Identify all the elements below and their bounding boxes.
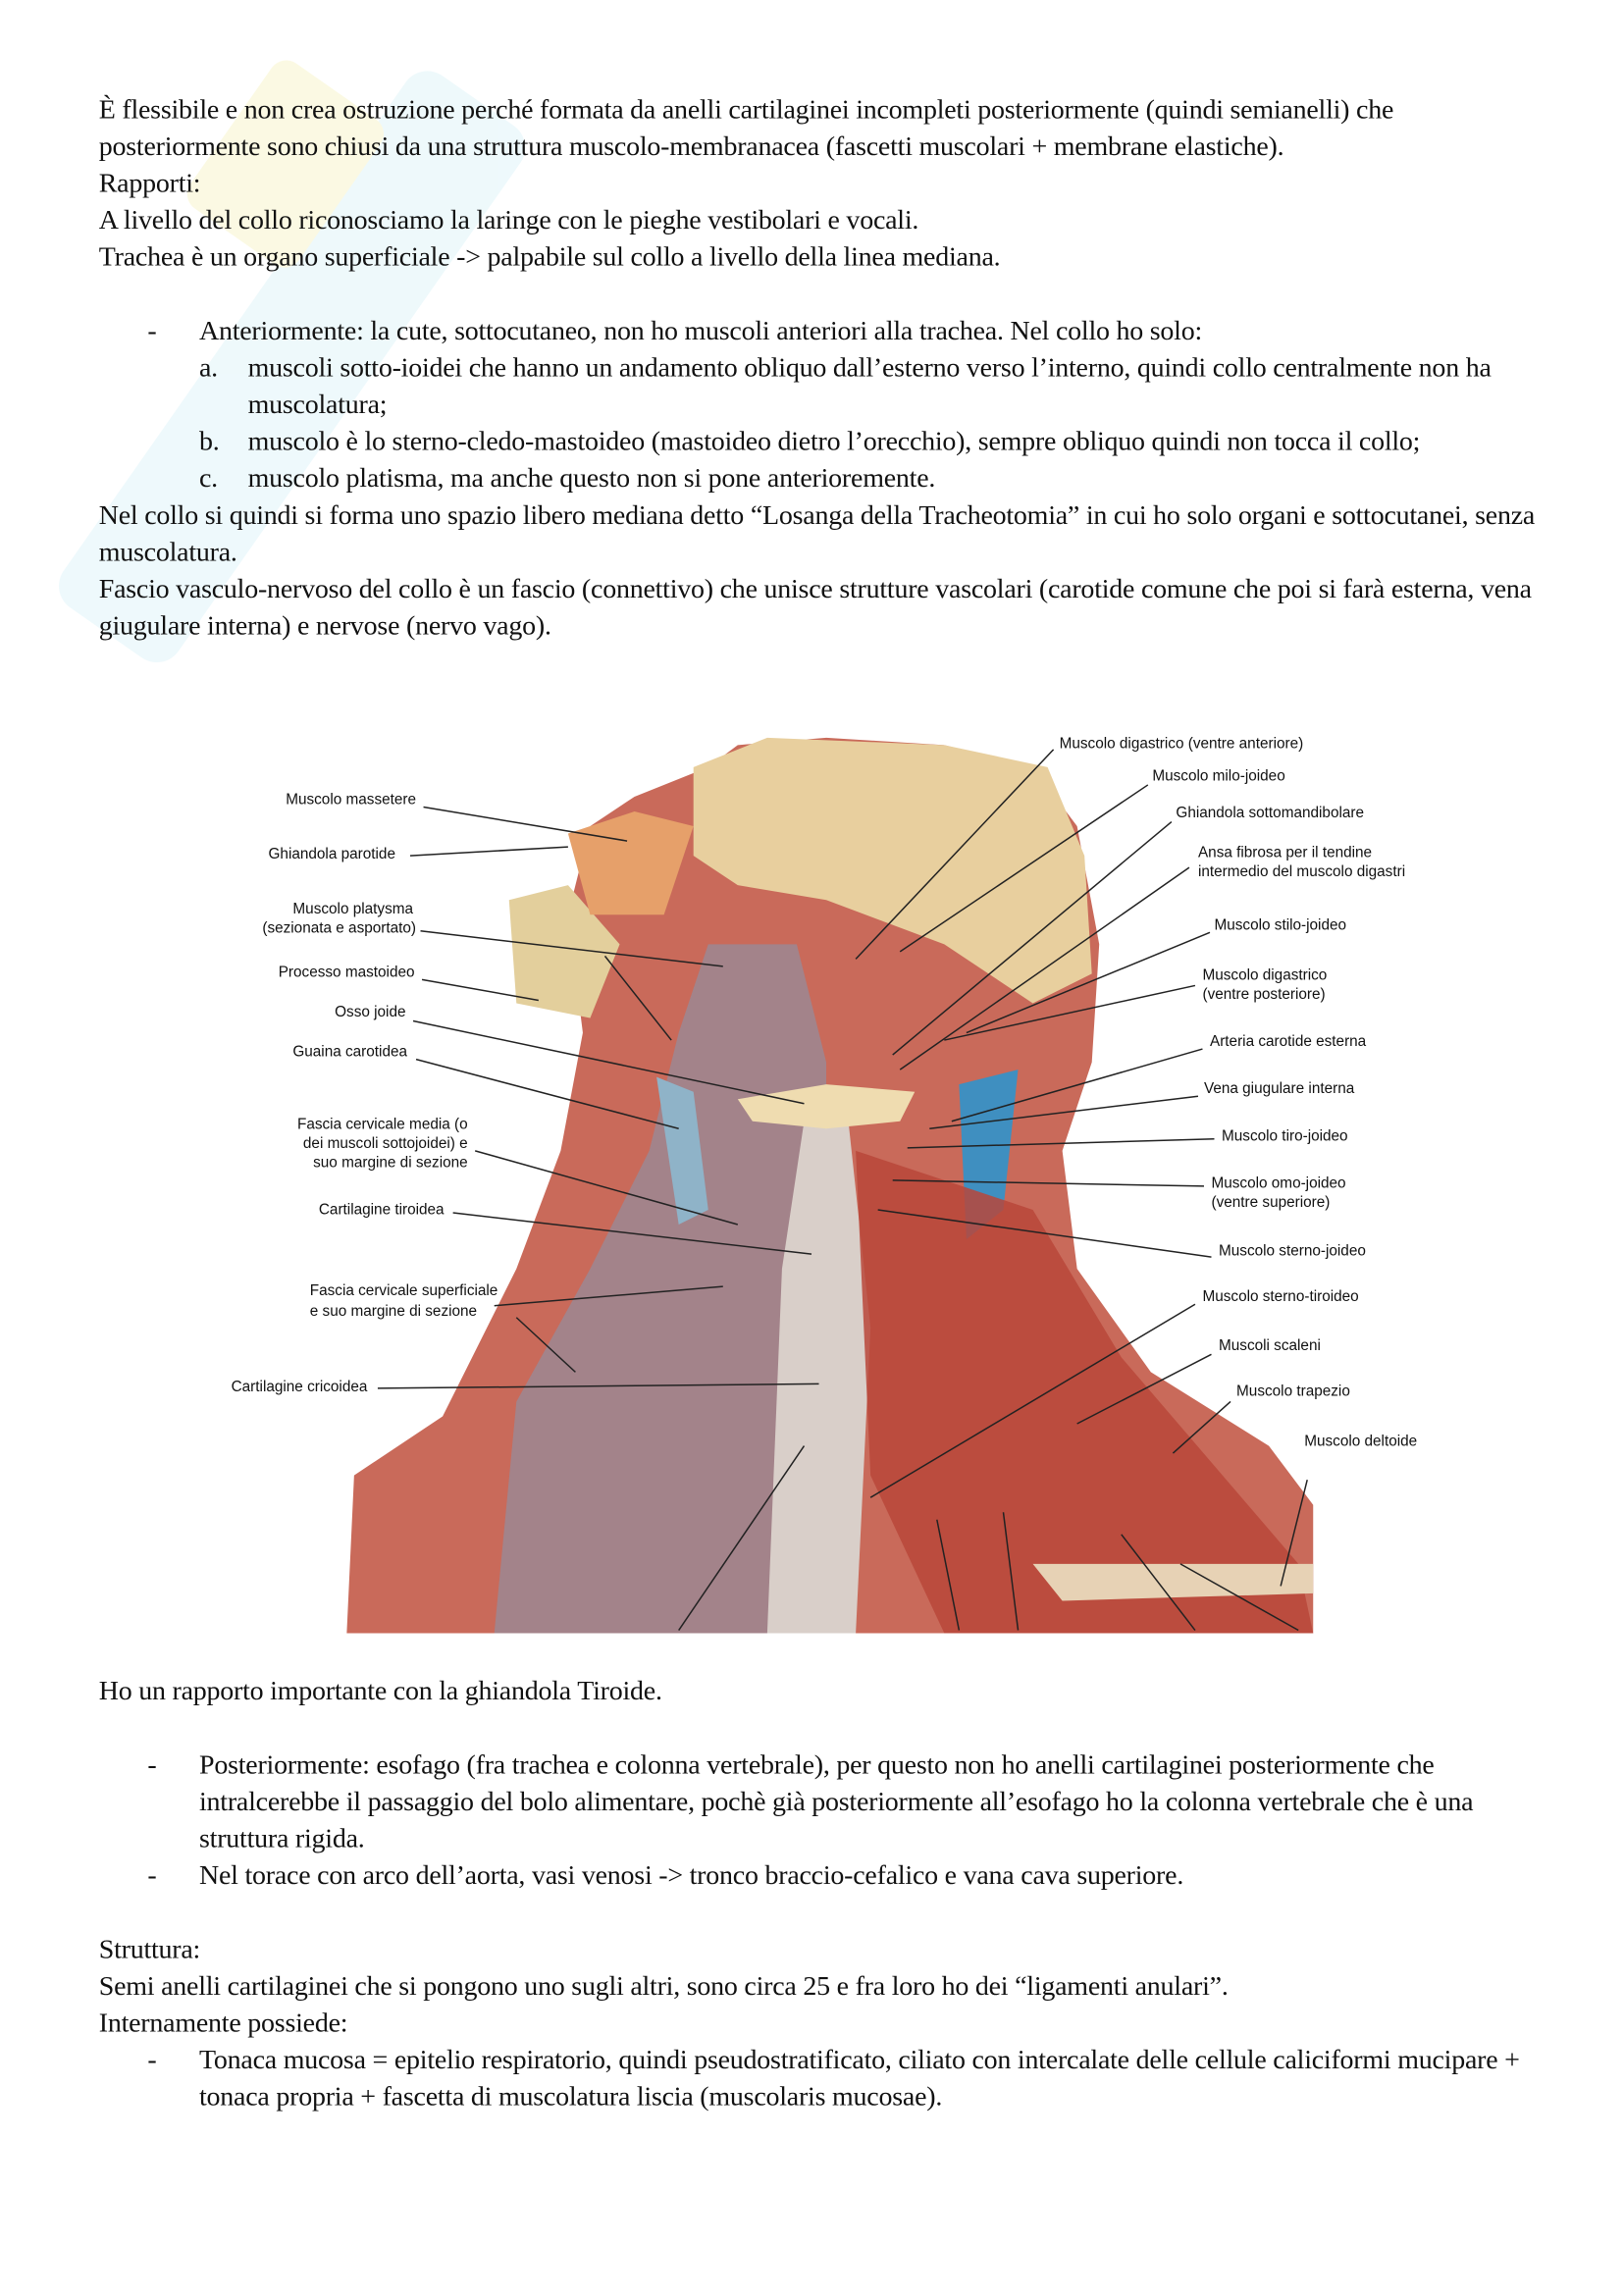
- figure-label: Muscolo tiro-joideo: [1222, 1128, 1348, 1145]
- sub-list-item: c.muscolo platisma, ma anche questo non …: [198, 463, 936, 495]
- figure-label: Muscolo digastrico (ventre anteriore): [1059, 736, 1304, 753]
- figure-label: Osso joide: [335, 1004, 406, 1021]
- figure-label: Cartilagine cricoidea: [231, 1379, 368, 1396]
- neck-anatomy-figure: [0, 723, 1623, 1645]
- figure-label: Muscolo omo-joideo: [1211, 1175, 1346, 1192]
- paragraph: Ho un rapporto importante con la ghiando…: [98, 1676, 662, 1707]
- figure-label: Cartilagine tiroidea: [318, 1202, 445, 1220]
- heading-struttura: Struttura:: [98, 1934, 201, 1965]
- paragraph: Internamente possiede:: [98, 2008, 348, 2040]
- paragraph: Nel collo si quindi si forma uno spazio …: [98, 499, 1536, 568]
- figure-label: Muscolo milo-joideo: [1152, 768, 1285, 785]
- figure-label: Muscolo trapezio: [1236, 1383, 1350, 1400]
- figure-label: Muscolo stilo-joideo: [1214, 917, 1347, 934]
- list-item: -Anteriormente: la cute, sottocutaneo, n…: [147, 315, 1203, 347]
- figure-label: Muscolo digastrico: [1202, 967, 1328, 984]
- paragraph: Semi anelli cartilaginei che si pongono …: [98, 1970, 1229, 2003]
- neck-illustration: [346, 737, 1314, 1634]
- figure-label: Fascia cervicale superficiale: [309, 1283, 498, 1300]
- top-text: È flessibile e non crea ostruzione perch…: [99, 91, 1552, 645]
- figure-label: Fascia cervicale media (o: [296, 1117, 468, 1133]
- figure-label: Ghiandola sottomandibolare: [1176, 805, 1365, 822]
- figure-label: Guaina carotidea: [292, 1044, 408, 1062]
- figure-label: dei muscoli sottojoidei) e: [302, 1135, 468, 1153]
- paragraph: È flessibile e non crea ostruzione perch…: [98, 94, 1394, 163]
- paragraph: Fascio vasculo-nervoso del collo è un fa…: [98, 573, 1532, 643]
- figure-label: Ghiandola parotide: [268, 847, 395, 863]
- sub-list-item: b.muscolo è lo sterno-cledo-mastoideo (m…: [198, 426, 1421, 458]
- leader-lines: [377, 749, 1308, 1632]
- paragraph: A livello del collo riconosciamo la lari…: [98, 205, 919, 236]
- list-item: -Nel torace con arco dell’aorta, vasi ve…: [147, 1860, 1184, 1892]
- figure-label: Ansa fibrosa per il tendine: [1197, 845, 1373, 862]
- figure-label: Muscolo massetere: [286, 792, 417, 809]
- figure-label: Muscolo deltoide: [1304, 1434, 1418, 1451]
- sub-list-item: a.muscoli sotto-ioidei che hanno un anda…: [198, 352, 1492, 421]
- figure-label: suo margine di sezione: [313, 1155, 468, 1172]
- figure-label: e suo margine di sezione: [309, 1304, 478, 1321]
- figure-label: Arteria carotide esterna: [1209, 1034, 1367, 1051]
- figure-label: Muscolo platysma: [292, 901, 414, 918]
- list-item: -Tonaca mucosa = epitelio respiratorio, …: [147, 2045, 1520, 2113]
- figure-label: Muscolo sterno-joideo: [1219, 1243, 1366, 1261]
- figure-label: Vena giugulare interna: [1203, 1081, 1355, 1098]
- figure-label: intermedio del muscolo digastri: [1197, 864, 1406, 881]
- list-item: -Posteriormente: esofago (fra trachea e …: [147, 1749, 1474, 1855]
- bottom-text: Ho un rapporto importante con la ghiando…: [99, 1673, 1552, 2115]
- figure-label: Muscoli scaleni: [1219, 1337, 1321, 1355]
- figure-label: (ventre posteriore): [1202, 986, 1326, 1004]
- heading-rapporti: Rapporti:: [98, 168, 201, 199]
- figure-label: Muscolo sterno-tiroideo: [1202, 1289, 1359, 1306]
- figure-label: Processo mastoideo: [278, 965, 415, 981]
- figure-label: (sezionata e asportato): [262, 920, 417, 937]
- figure-label: (ventre superiore): [1211, 1194, 1331, 1212]
- paragraph: Trachea è un organo superficiale -> palp…: [98, 241, 1001, 274]
